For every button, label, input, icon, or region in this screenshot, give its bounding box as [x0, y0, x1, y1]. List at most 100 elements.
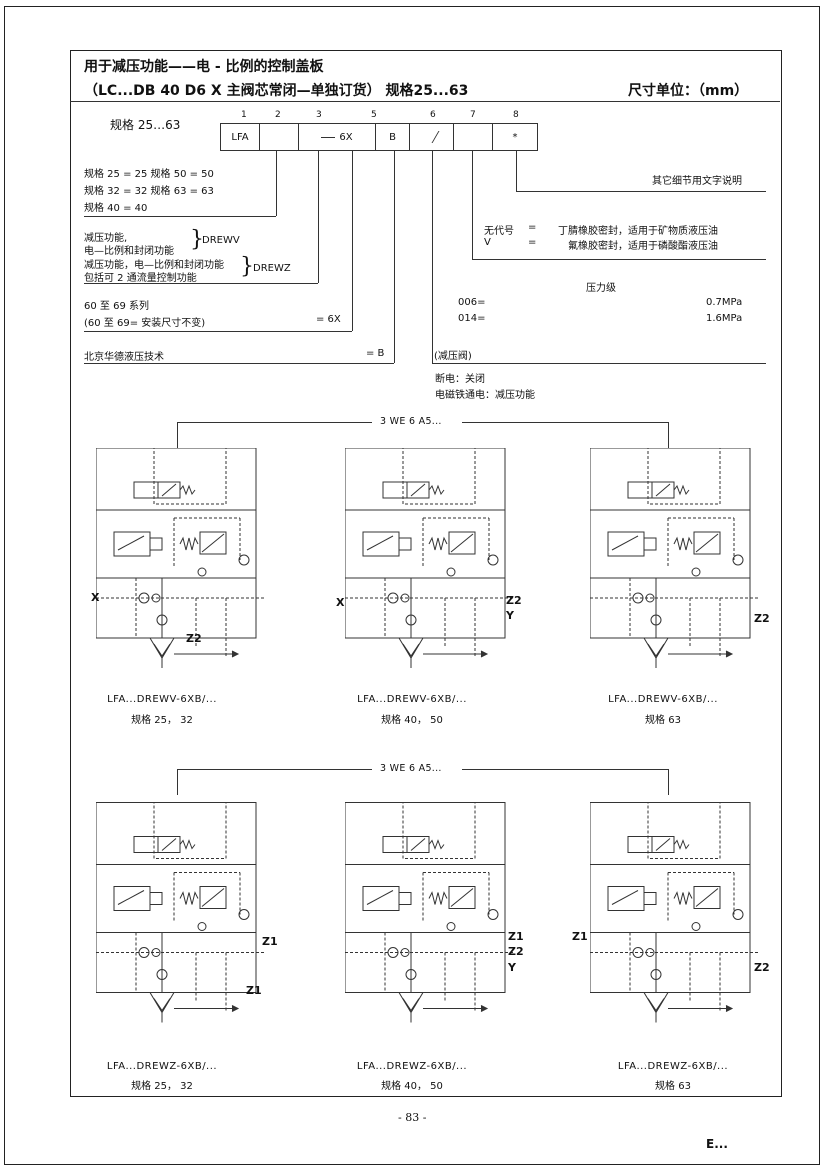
schematic-drewv-40-50 — [345, 448, 516, 669]
header-divider — [70, 101, 780, 102]
drewz-code: DREWZ — [253, 263, 291, 274]
caption-size-5: 规格 40， 50 — [381, 1081, 443, 1092]
pressure-row1-value: 0.7MPa — [706, 297, 743, 308]
drewz-line-2: 包括可 2 通流量控制功能 — [84, 273, 197, 284]
port-z1-4: Z1 — [262, 935, 278, 948]
code-cell-pressure — [409, 123, 454, 151]
seal-v-key: V — [484, 237, 491, 248]
schematic-drewz-63 — [590, 802, 761, 1023]
pos-1: 1 — [241, 110, 247, 120]
seal-none-eq: = — [528, 222, 537, 233]
port-y-5: Y — [508, 961, 516, 974]
bracket-top-right — [462, 422, 668, 423]
pressure-row1-code: 006= — [458, 297, 486, 308]
drewv-line-2: 电—比例和封闭功能 — [84, 246, 174, 257]
caption-size-3: 规格 63 — [645, 715, 681, 726]
port-x-1: X — [91, 591, 100, 604]
pilot-label-top: 3 WE 6 A5... — [380, 416, 442, 427]
caption-model-6: LFA...DREWZ-6XB/... — [617, 1061, 729, 1072]
caption-model-3: LFA...DREWV-6XB/... — [608, 694, 718, 705]
pos-8: 8 — [513, 110, 519, 120]
page-number: - 83 - — [398, 1111, 427, 1124]
footer-mark: E... — [706, 1137, 728, 1151]
caption-model-1: LFA...DREWV-6XB/... — [107, 694, 217, 705]
schematic-drewv-63 — [590, 448, 761, 669]
caption-size-4: 规格 25， 32 — [131, 1081, 193, 1092]
drewv-code: DREWV — [202, 235, 240, 246]
leader-maker-h — [84, 363, 394, 364]
maker-value: = B — [366, 348, 385, 359]
caption-size-1: 规格 25， 32 — [131, 715, 193, 726]
port-z2-5: Z2 — [508, 945, 524, 958]
seal-none-key: 无代号 — [484, 226, 514, 237]
port-z1-4b: Z1 — [246, 984, 262, 997]
leader-size-h — [84, 216, 276, 217]
brace-drewz: } — [240, 254, 254, 279]
note-line-1: 断电：关闭 — [435, 374, 485, 385]
pos-3: 3 — [316, 110, 322, 120]
brace-drewv: } — [190, 227, 204, 252]
caption-model-2: LFA...DREWV-6XB/... — [357, 694, 467, 705]
pos-2: 2 — [275, 110, 281, 120]
bracket-top-left — [177, 422, 372, 423]
pos-7: 7 — [470, 110, 476, 120]
seal-v-desc: 氟橡胶密封，适用于磷酸酯液压油 — [568, 241, 718, 252]
port-x-2: X — [336, 596, 345, 609]
port-z2-1: Z2 — [186, 632, 202, 645]
leader-other-h — [516, 191, 766, 192]
bracket-bottom-l-drop — [177, 769, 178, 795]
leader-maker — [394, 151, 395, 363]
pos-5: 5 — [371, 110, 377, 120]
size-range-label: 规格 25…63 — [110, 118, 181, 132]
code-cell-other: * — [492, 123, 538, 151]
drewv-line-1: 减压功能, — [84, 233, 128, 244]
maker-name: 北京华德液压技术 — [84, 352, 164, 363]
port-y-2: Y — [506, 609, 514, 622]
bracket-bottom-r-drop — [668, 769, 669, 795]
code-cell-seal — [453, 123, 493, 151]
code-cell-size — [259, 123, 299, 151]
sizes-row-1: 规格 25 = 25 规格 50 = 50 — [84, 169, 214, 180]
unit-label: 尺寸单位：（mm） — [628, 83, 749, 99]
leader-pressure-h — [432, 363, 766, 364]
valve-note: (减压阀) — [434, 351, 472, 362]
bracket-bottom-left — [177, 769, 372, 770]
seal-none-desc: 丁腈橡胶密封，适用于矿物质液压油 — [558, 226, 718, 237]
note-line-2: 电磁铁通电：减压功能 — [435, 390, 535, 401]
caption-size-6: 规格 63 — [655, 1081, 691, 1092]
leader-func — [318, 151, 319, 283]
code-cell-series-text: 6X — [339, 131, 353, 143]
leader-series — [352, 151, 353, 331]
code-cell-maker: B — [375, 123, 410, 151]
caption-model-5: LFA...DREWZ-6XB/... — [356, 1061, 468, 1072]
port-z1-6: Z1 — [572, 930, 588, 943]
caption-model-4: LFA...DREWZ-6XB/... — [106, 1061, 218, 1072]
series-value: = 6X — [316, 314, 341, 325]
leader-func-h — [84, 283, 318, 284]
pos-6: 6 — [430, 110, 436, 120]
leader-other — [516, 151, 517, 191]
leader-series-h — [84, 331, 352, 332]
pressure-row2-code: 014= — [458, 313, 486, 324]
content-panel — [70, 50, 782, 1097]
leader-seal — [472, 151, 473, 259]
series-line-2: (60 至 69= 安装尺寸不变) — [84, 318, 206, 329]
code-cell-series: 6X — [298, 123, 376, 151]
page-border — [4, 6, 820, 1165]
port-z1-5: Z1 — [508, 930, 524, 943]
pressure-row2-value: 1.6MPa — [706, 313, 743, 324]
drewz-line-1: 减压功能，电—比例和封闭功能 — [84, 260, 224, 271]
leader-size — [276, 151, 277, 216]
other-details: 其它细节用文字说明 — [652, 176, 742, 187]
leader-pressure — [432, 151, 433, 363]
pressure-title: 压力级 — [586, 283, 616, 294]
port-z2-6: Z2 — [754, 961, 770, 974]
bracket-top-r-drop — [668, 422, 669, 448]
slash-mark — [423, 131, 440, 143]
title-line-2: （LC...DB 40 D6 X 主阀芯常闭—单独订货） 规格25...63 — [84, 83, 469, 99]
pilot-label-bottom: 3 WE 6 A5... — [380, 763, 442, 774]
sizes-row-3: 规格 40 = 40 — [84, 203, 148, 214]
port-z2-2: Z2 — [506, 594, 522, 607]
bracket-bottom-right — [462, 769, 668, 770]
code-cell-type: LFA — [220, 123, 260, 151]
